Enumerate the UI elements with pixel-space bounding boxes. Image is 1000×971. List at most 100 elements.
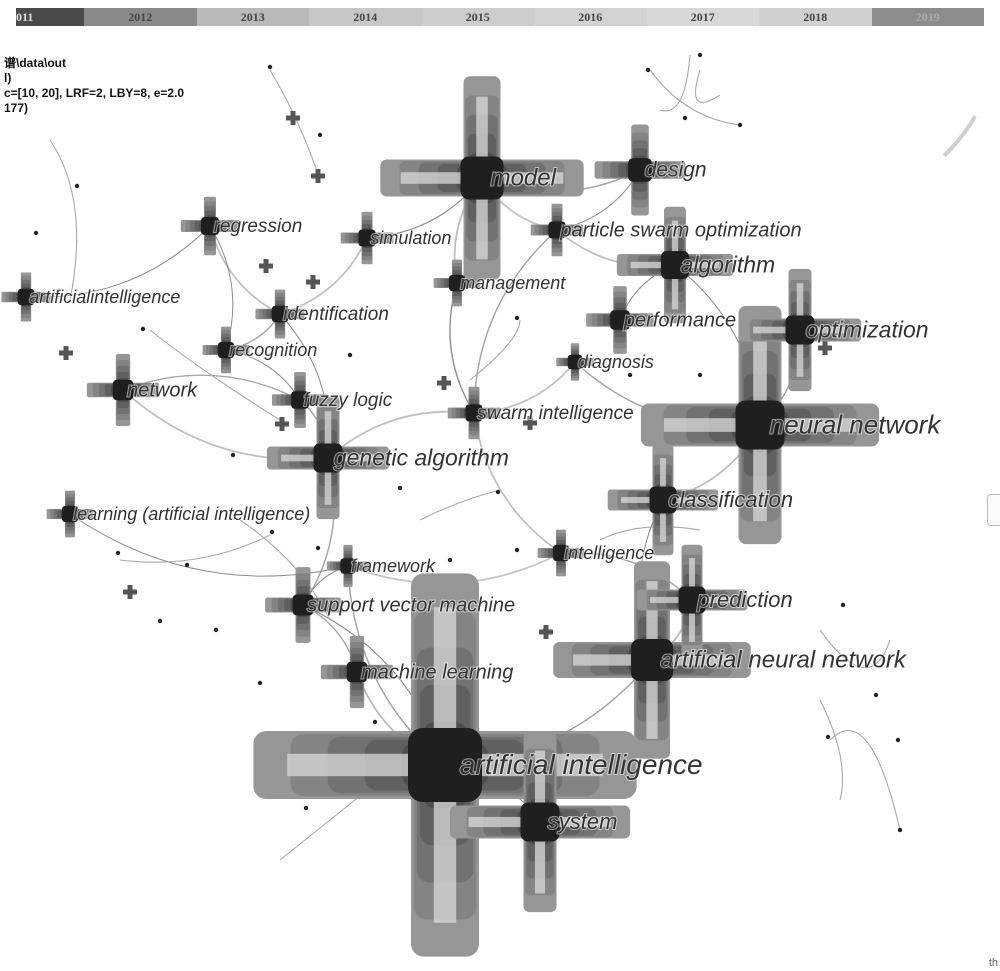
cross-algorithm[interactable] (616, 206, 734, 324)
cross-ga[interactable] (266, 396, 390, 520)
minor-node-dot (495, 489, 501, 495)
minor-node-dot (514, 315, 520, 321)
corner-arc (942, 115, 977, 158)
cross-system[interactable] (449, 731, 631, 913)
minor-node-dot (372, 719, 378, 725)
minor-cross (59, 346, 73, 360)
label-nn: neural network (770, 409, 943, 439)
minor-node-dot (447, 557, 453, 563)
minor-cross (523, 416, 537, 430)
minor-cross (306, 275, 320, 289)
minor-link (469, 319, 521, 381)
label-artintel: artificialintelligence (29, 287, 180, 307)
minor-node-dot (315, 545, 321, 551)
minor-node-dot (895, 737, 901, 743)
minor-node-dot (697, 52, 703, 58)
cross-classification[interactable] (607, 444, 719, 556)
minor-nodes (33, 52, 903, 833)
minor-node-dot (269, 529, 275, 535)
minor-node-dot (257, 680, 263, 686)
minor-node-dot (347, 352, 353, 358)
cross-diagnosis[interactable] (556, 343, 594, 381)
cross-recognition[interactable] (202, 326, 250, 374)
label-algorithm: algorithm (681, 251, 776, 277)
cross-management[interactable] (433, 259, 481, 307)
cross-model[interactable] (380, 76, 584, 280)
timeline-year-011: 011 (16, 8, 84, 26)
minor-cross (286, 111, 300, 125)
minor-node-dot (697, 372, 703, 378)
corner-text: th (988, 957, 998, 969)
timeline-year-2016: 2016 (534, 8, 647, 26)
cross-regression[interactable] (180, 196, 240, 256)
minor-node-dot (840, 602, 846, 608)
label-regression: regression (214, 216, 303, 237)
minor-node-dot (184, 562, 190, 568)
minor-link (419, 489, 501, 521)
label-framework: framework (351, 556, 436, 576)
keyword-crosses (1, 76, 880, 957)
minor-node-dot (230, 452, 236, 458)
minor-link (269, 69, 321, 181)
timeline-year-2012: 2012 (84, 8, 197, 26)
cross-ml[interactable] (320, 635, 394, 709)
cross-learning[interactable] (46, 490, 94, 538)
cross-performance[interactable] (586, 286, 654, 354)
minor-node-dot (873, 692, 879, 698)
side-scroll-handle[interactable] (987, 494, 1000, 526)
minor-node-dot (897, 827, 903, 833)
minor-node-dot (267, 64, 273, 70)
minor-node-dot (737, 122, 743, 128)
minor-link (49, 139, 78, 301)
label-classification: classification (668, 487, 793, 512)
minor-node-dot (157, 618, 163, 624)
timeline-year-2017: 2017 (646, 8, 759, 26)
minor-link (599, 526, 701, 541)
cross-artintel[interactable] (1, 272, 51, 322)
label-recognition: recognition (229, 340, 317, 360)
cross-intelligence[interactable] (537, 529, 585, 577)
label-ga: genetic algorithm (334, 444, 509, 470)
label-system: system (548, 809, 618, 834)
cross-identification[interactable] (255, 289, 305, 339)
minor-node-dot (514, 547, 520, 553)
cross-design[interactable] (594, 124, 686, 216)
cross-framework[interactable] (326, 544, 370, 588)
cross-optimization[interactable] (738, 268, 862, 392)
minor-node-dot (213, 627, 219, 633)
minor-cross (539, 625, 553, 639)
label-optimization: optimization (806, 316, 929, 342)
minor-node-dot (140, 326, 146, 332)
cross-simulation[interactable] (340, 211, 394, 265)
minor-cross (311, 169, 325, 183)
cross-network[interactable] (86, 353, 160, 427)
cross-svm[interactable] (265, 567, 341, 643)
cross-pso[interactable] (530, 203, 584, 257)
minor-cross (123, 585, 137, 599)
label-model: model (491, 165, 557, 192)
minor-node-dot (627, 372, 633, 378)
keyword-labels: artificial intelligencesystemartificial … (28, 158, 943, 835)
link-regression-identification (209, 225, 281, 315)
minor-cross (818, 341, 832, 355)
minor-link (819, 629, 891, 669)
cross-fuzzylogic[interactable] (271, 371, 329, 429)
label-intelligence: intelligence (564, 543, 654, 563)
label-fuzzylogic: fuzzy logic (304, 390, 393, 411)
timeline-year-2019: 2019 (871, 8, 984, 26)
minor-link (149, 329, 281, 421)
minor-node-dot (303, 805, 309, 811)
cross-nn[interactable] (640, 305, 880, 545)
minor-link (829, 730, 901, 831)
minor-cross (275, 417, 289, 431)
link-simulation-identification (279, 237, 368, 315)
minor-node-dot (74, 183, 80, 189)
cross-prediction[interactable] (636, 544, 748, 656)
timeline-year-2015: 2015 (421, 8, 534, 26)
cross-swarm[interactable] (447, 386, 501, 440)
minor-cross (259, 259, 273, 273)
label-management: management (460, 273, 566, 293)
minor-node-dot (317, 132, 323, 138)
